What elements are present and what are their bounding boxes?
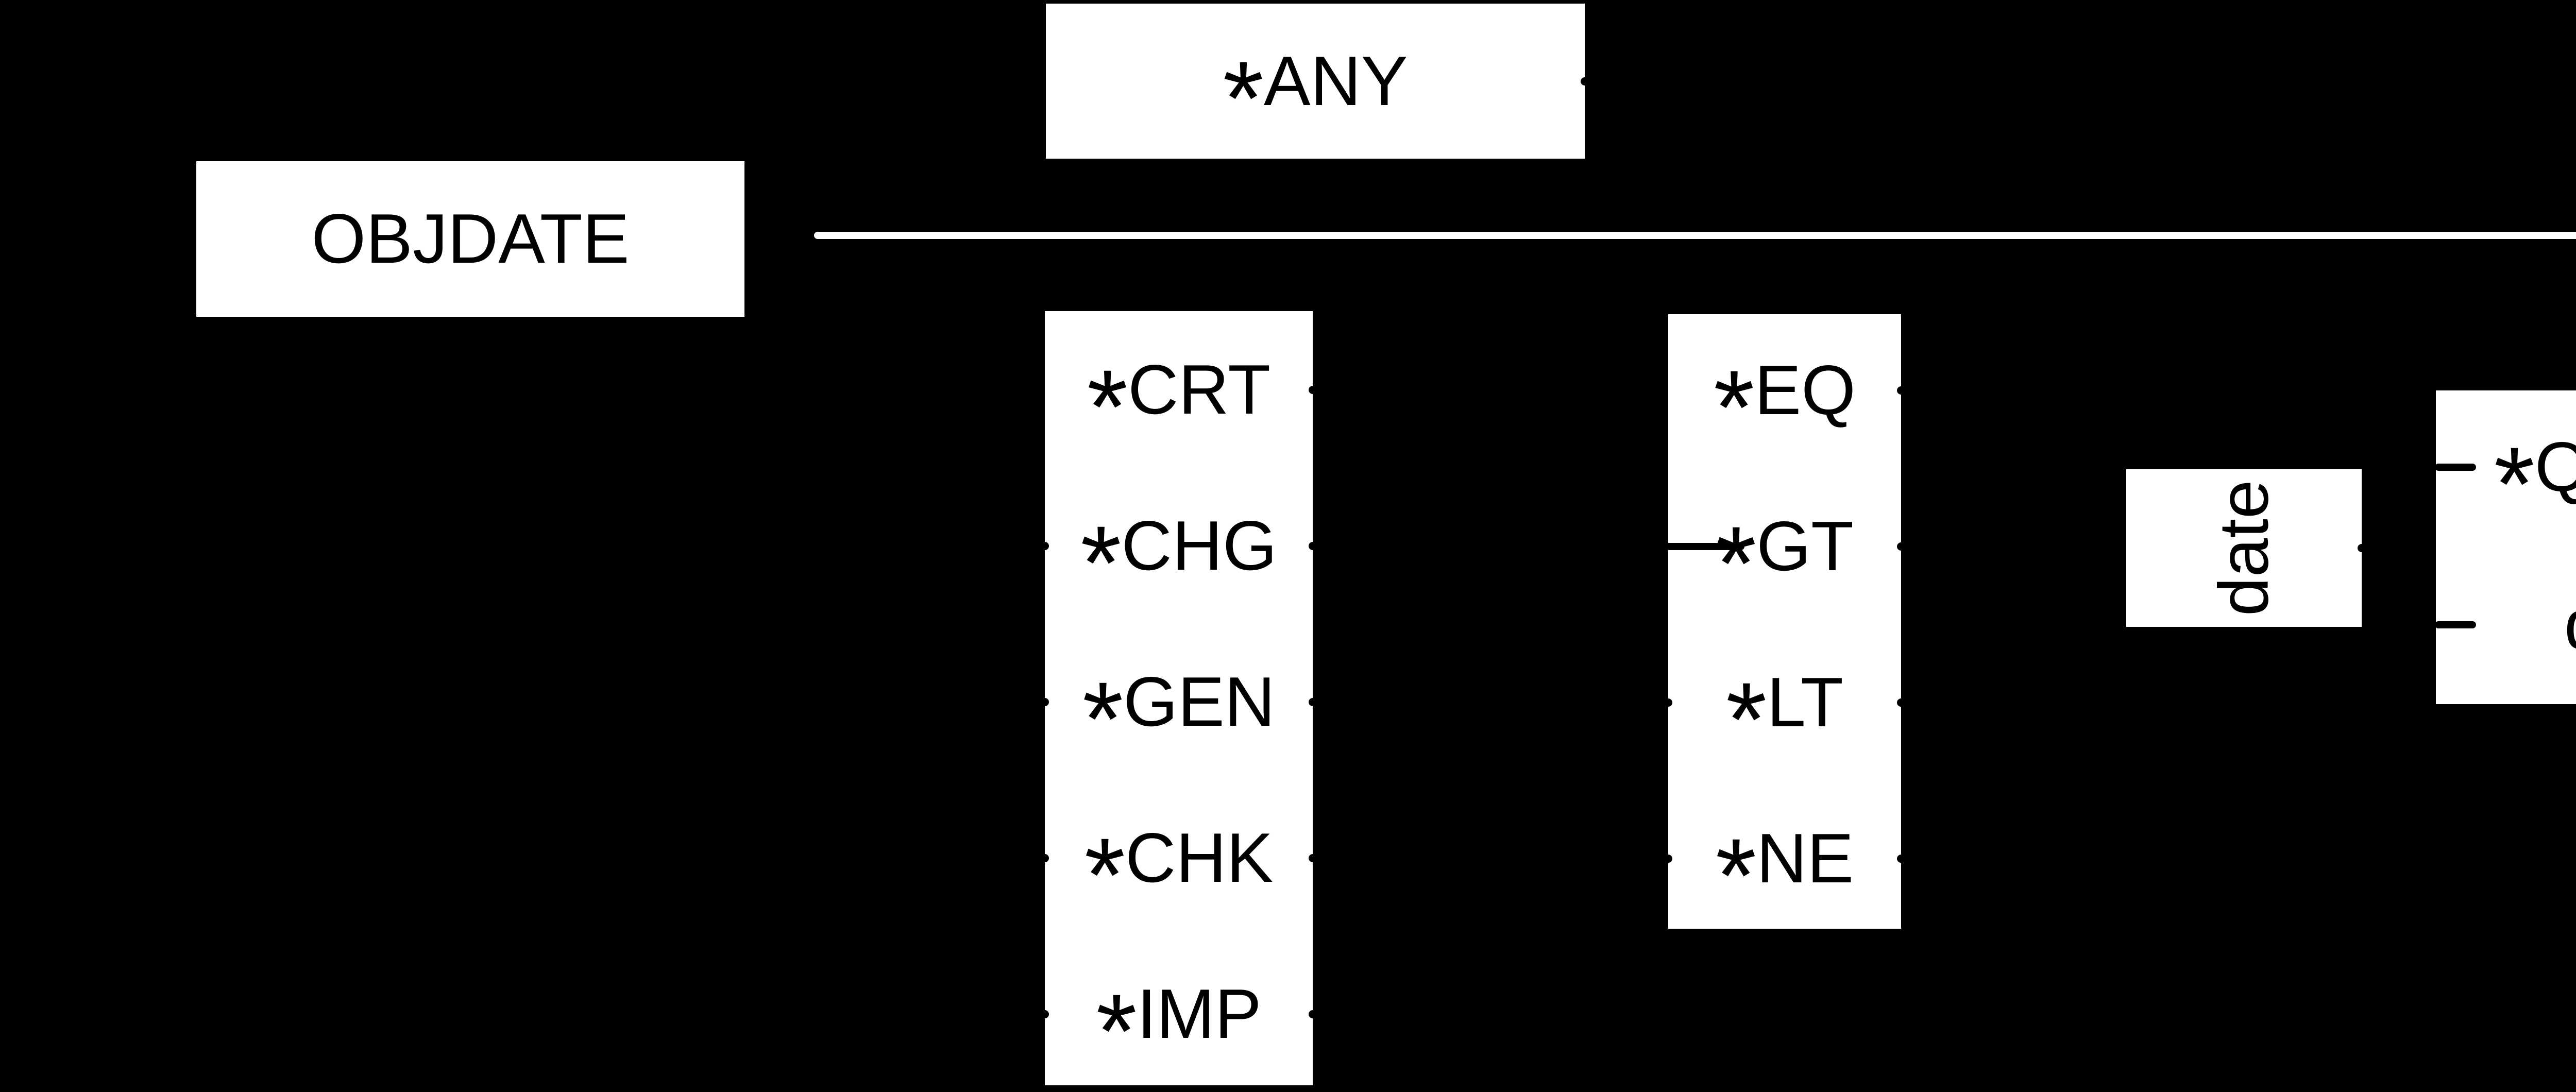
date-variable-box: date — [2126, 469, 2362, 627]
connector-stub-icon — [1897, 386, 1901, 395]
connector-stub-icon — [1581, 77, 1585, 86]
choice-chk-label: *CHK — [1084, 816, 1274, 934]
choice-ne: *NE — [1668, 820, 1901, 929]
connector-line-gt — [1668, 543, 1744, 550]
connector-stub-icon — [1045, 542, 1049, 550]
connector-stub-icon — [1309, 854, 1313, 862]
choice-chg-label: *CHG — [1080, 504, 1277, 622]
choice-qdate-label: *QDATE — [2494, 425, 2576, 543]
asterisk-glyph: * — [1715, 817, 1757, 929]
choice-qdate: *QDATE — [2436, 425, 2576, 543]
objdate-parameter-label: OBJDATE — [311, 199, 630, 278]
connector-stub-icon — [1309, 1010, 1313, 1018]
choice-lt-label: *LT — [1725, 661, 1843, 779]
choice-chk: *CHK — [1045, 816, 1313, 934]
connector-dash-icon — [2436, 464, 2476, 471]
date-variable-label: date — [2204, 480, 2283, 617]
choice-lt: *LT — [1668, 661, 1901, 779]
choice-gen-label: *GEN — [1082, 660, 1276, 778]
asterisk-glyph: * — [1082, 660, 1124, 778]
main-rail-line — [814, 232, 2576, 239]
qdate-choice-box: *QDATE date — [2436, 390, 2576, 704]
event-type-choice-box: *CRT *CHG *GEN *CHK *IMP — [1045, 311, 1313, 1085]
any-choice-label: *ANY — [1223, 39, 1408, 157]
choice-imp-label: *IMP — [1096, 976, 1261, 1084]
choice-eq-label: *EQ — [1714, 349, 1856, 467]
connector-stub-icon — [1668, 855, 1672, 863]
asterisk-glyph: * — [1087, 348, 1128, 466]
asterisk-glyph: * — [1714, 349, 1755, 467]
asterisk-glyph: * — [1725, 661, 1767, 779]
choice-gt-label: *GT — [1715, 505, 1854, 623]
connector-stub-icon — [1045, 1010, 1049, 1018]
choice-eq: *EQ — [1668, 349, 1901, 467]
choice-gen: *GEN — [1045, 660, 1313, 778]
choice-chg: *CHG — [1045, 504, 1313, 622]
choice-crt: *CRT — [1045, 348, 1313, 466]
asterisk-glyph: * — [2494, 425, 2535, 543]
operator-choice-box: *EQ *GT *LT *NE — [1668, 314, 1901, 929]
choice-date-label: date — [2564, 586, 2576, 663]
asterisk-glyph: * — [1096, 972, 1137, 1085]
choice-ne-label: *NE — [1716, 820, 1854, 929]
asterisk-glyph: * — [1080, 504, 1122, 622]
choice-gt: *GT — [1668, 505, 1901, 623]
connector-stub-icon — [1045, 698, 1049, 706]
connector-stub-icon — [1897, 542, 1901, 551]
any-choice-box: *ANY — [1046, 4, 1585, 159]
connector-stub-icon — [1897, 855, 1901, 863]
connector-stub-icon — [1668, 698, 1672, 707]
connector-stub-icon — [2358, 544, 2362, 552]
connector-stub-icon — [1309, 542, 1313, 550]
choice-date: date — [2436, 586, 2576, 663]
connector-dash-icon — [2436, 621, 2476, 628]
objdate-parameter-box: OBJDATE — [196, 161, 744, 317]
connector-stub-icon — [1897, 698, 1901, 707]
asterisk-glyph: * — [1715, 505, 1757, 623]
asterisk-glyph: * — [1084, 816, 1126, 934]
connector-stub-icon — [1309, 698, 1313, 706]
choice-imp: *IMP — [1045, 976, 1313, 1084]
choice-crt-label: *CRT — [1087, 348, 1271, 466]
asterisk-glyph: * — [1223, 39, 1264, 157]
connector-stub-icon — [1309, 386, 1313, 394]
connector-stub-icon — [1045, 854, 1049, 862]
